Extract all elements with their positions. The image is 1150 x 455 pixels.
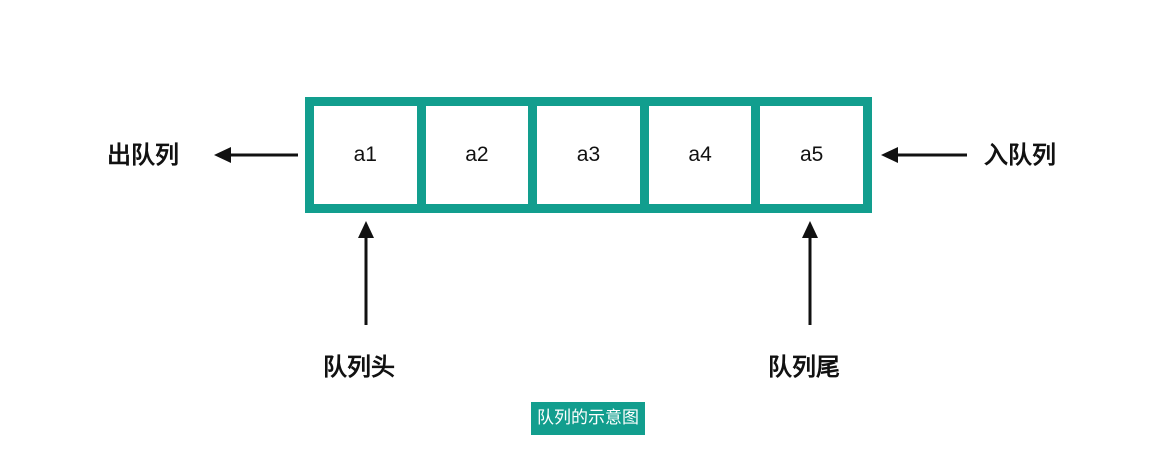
enqueue-arrow-icon [881,147,967,163]
queue-cell-a2: a2 [426,106,538,204]
diagram-caption: 队列的示意图 [531,402,645,435]
queue-cell-a5: a5 [799,143,824,166]
enqueue-label: 入队列 [984,141,1056,169]
queue-cell-a1: a1 [314,106,426,204]
dequeue-arrow-icon [214,147,298,163]
tail-arrow-icon [802,221,818,325]
queue-cell-a3: a3 [537,106,649,204]
head-arrow-icon [358,221,374,325]
queue-diagram: a1 a2 a3 a4 a5 [305,97,872,213]
queue-cell-a4: a4 [649,106,761,204]
dequeue-label: 出队列 [107,141,179,169]
queue-tail-label: 队列尾 [768,353,840,381]
queue-head-label: 队列头 [323,353,395,381]
